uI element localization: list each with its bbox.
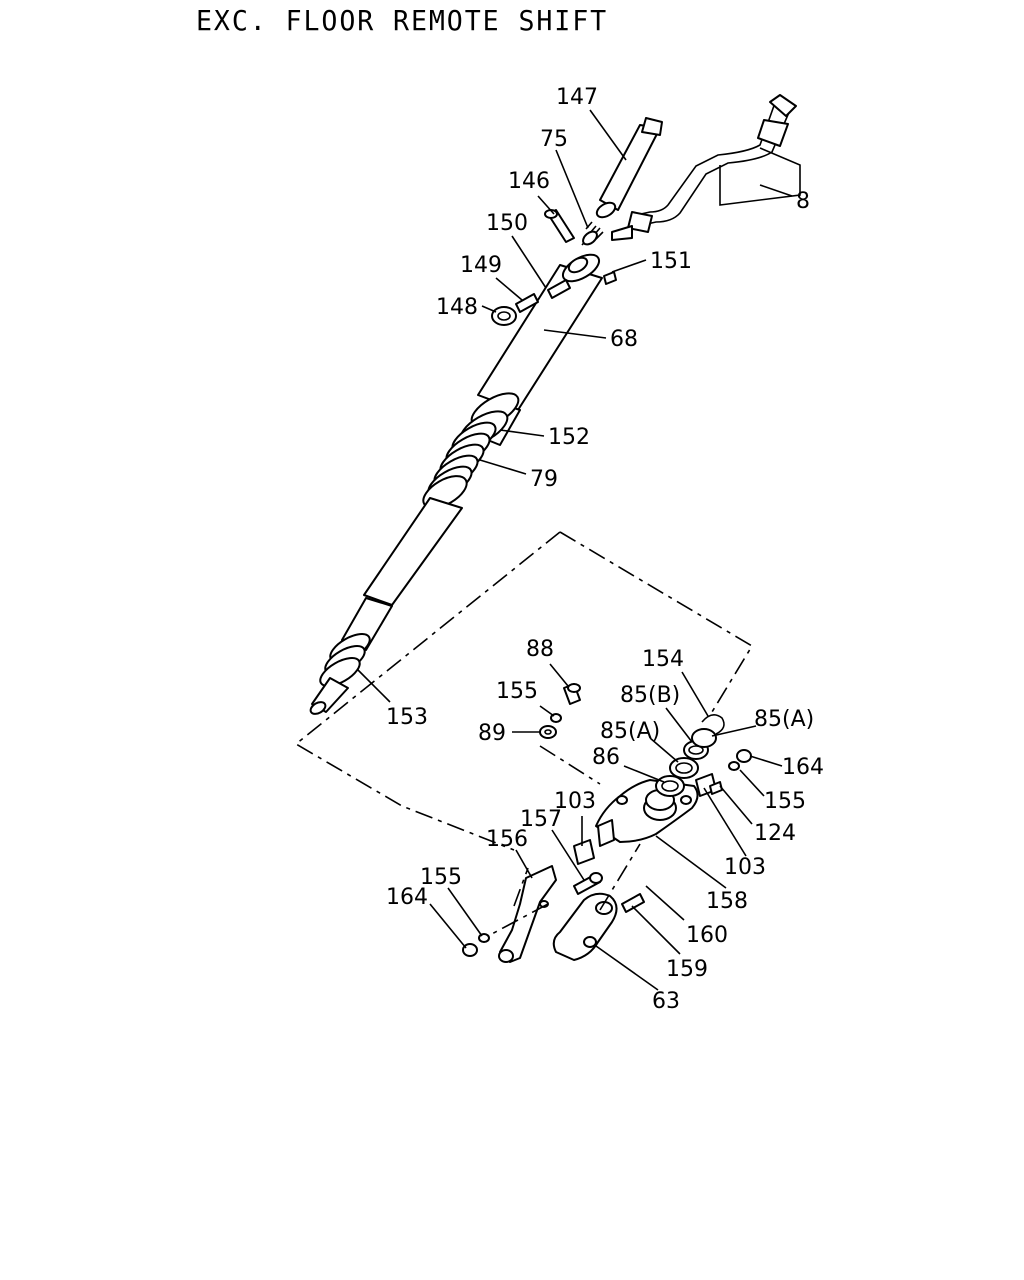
- callout-labels: 147 75 146 150 149 148 151 8 68 152 79 1…: [386, 85, 824, 1014]
- part-157-bolt: [573, 872, 603, 895]
- callout-157: 157: [520, 807, 562, 832]
- part-63-lever: [552, 892, 618, 961]
- callout-79: 79: [530, 467, 558, 492]
- part-151-pin: [603, 271, 617, 285]
- callout-159: 159: [666, 957, 708, 982]
- callout-85a-left: 85(A): [600, 719, 660, 744]
- callout-154: 154: [642, 647, 684, 672]
- part-86-ring: [655, 775, 685, 797]
- part-164-nut-left: [462, 943, 478, 957]
- part-68-tube: [477, 264, 603, 411]
- part-154-clip: [701, 714, 725, 735]
- callout-75: 75: [540, 127, 568, 152]
- callout-153: 153: [386, 705, 428, 730]
- callout-160: 160: [686, 923, 728, 948]
- part-149-washer: [515, 293, 539, 313]
- part-146-bolt: [544, 209, 575, 243]
- part-75-spring: [581, 221, 604, 246]
- shift-rod-assembly: [309, 253, 603, 715]
- callout-147: 147: [556, 85, 598, 110]
- part-85a-ring: [669, 757, 699, 779]
- callout-88: 88: [526, 637, 554, 662]
- part-8-cable: [611, 94, 801, 241]
- callout-155-left: 155: [420, 865, 462, 890]
- part-150-screw: [547, 279, 571, 299]
- callout-68: 68: [610, 327, 638, 352]
- callout-63: 63: [652, 989, 680, 1014]
- callout-103-right: 103: [724, 855, 766, 880]
- callout-85a-right: 85(A): [754, 707, 814, 732]
- part-88-bolt: [563, 683, 581, 705]
- callout-149: 149: [460, 253, 502, 278]
- part-85a-ring-upper: [691, 728, 717, 748]
- callout-155-right: 155: [764, 789, 806, 814]
- part-89-washer: [539, 725, 557, 739]
- part-156-bracket: [498, 865, 557, 963]
- part-164-nut-right: [736, 749, 752, 763]
- part-159-bolt: [621, 893, 645, 913]
- callout-85b: 85(B): [620, 683, 680, 708]
- callout-164-right: 164: [782, 755, 824, 780]
- part-103-bushing-right: [709, 781, 723, 795]
- callout-158: 158: [706, 889, 748, 914]
- part-147-cable-end: [595, 117, 663, 219]
- part-148-nut: [491, 306, 517, 326]
- callout-164-left: 164: [386, 885, 428, 910]
- lower-shift-tube: [363, 497, 463, 606]
- callout-103-left: 103: [554, 789, 596, 814]
- callout-152: 152: [548, 425, 590, 450]
- callout-146: 146: [508, 169, 550, 194]
- callout-155-top: 155: [496, 679, 538, 704]
- assembly-link-lines: [294, 531, 754, 937]
- callout-124: 124: [754, 821, 796, 846]
- diagram-title: EXC. FLOOR REMOTE SHIFT: [196, 4, 609, 37]
- callout-86: 86: [592, 745, 620, 770]
- part-155-washer-right: [728, 761, 740, 771]
- callout-150: 150: [486, 211, 528, 236]
- callout-89: 89: [478, 721, 506, 746]
- callout-156: 156: [486, 827, 528, 852]
- callout-8: 8: [796, 189, 810, 214]
- callout-148: 148: [436, 295, 478, 320]
- part-153-boot: [319, 633, 371, 687]
- part-103-bushing-left: [573, 839, 595, 865]
- leader-lines: [357, 109, 793, 991]
- callout-151: 151: [650, 249, 692, 274]
